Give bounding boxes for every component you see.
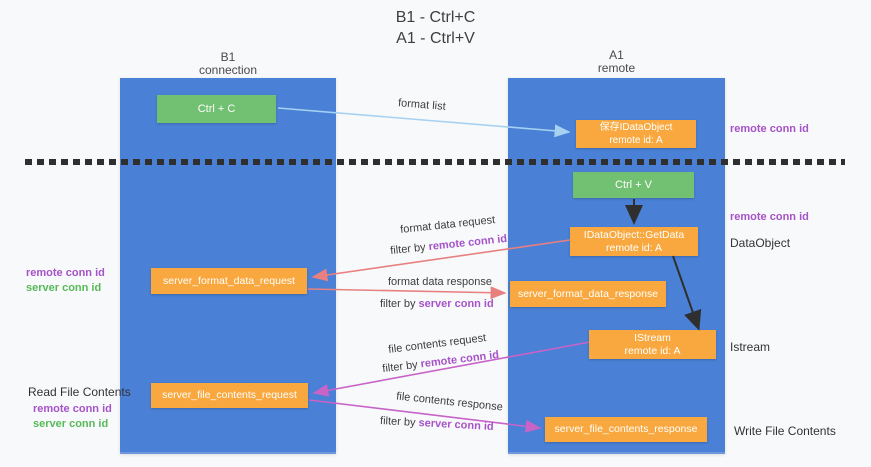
idataobject-getdata-box: IDataObject::GetData remote id: A [570,227,698,256]
left-conn-id-block-file: remote conn id server conn id [33,402,112,432]
istream-side-label: Istream [730,340,771,354]
istream-box: IStream remote id: A [589,330,716,359]
dataobject-label: DataObject [730,236,791,250]
server-format-data-request-box: server_format_data_request [151,268,307,294]
server-file-contents-response-box: server_file_contents_response [545,417,707,442]
title-line-2: A1 - Ctrl+V [396,30,475,47]
right-column-role: remote [597,61,636,75]
file-contents-response-filter-label: filter by server conn id [380,415,494,433]
remote-conn-id-text: remote conn id [419,348,500,371]
remote-conn-id-label-left-1: remote conn id [26,267,105,279]
server-conn-id-text: server conn id [418,417,494,433]
filter-by-text: filter by [380,298,419,310]
read-file-contents-label: Read File Contents [28,385,131,399]
istream-line2: remote id: A [624,344,681,357]
istream-line1: IStream [634,331,671,344]
save-dataobject-line1: 保存IDataObject [599,122,673,133]
remote-conn-id-label-top-right: remote conn id [730,123,809,135]
server-conn-id-text: server conn id [418,298,494,310]
left-column-name: B1 [220,50,236,64]
ctrl-c-box: Ctrl + C [157,95,276,123]
left-conn-id-block-format: remote conn id server conn id [26,266,105,296]
format-data-response-label: format data response [388,276,492,288]
server-file-contents-request-label: server_file_contents_request [162,389,297,401]
format-data-response-arrow [307,286,507,300]
left-column-role: connection [198,63,258,77]
title-line-1: B1 - Ctrl+C [395,9,476,26]
diagram-title: B1 - Ctrl+C A1 - Ctrl+V [0,7,871,49]
format-data-request-label: format data request [399,214,496,236]
getdata-line1: IDataObject::GetData [583,228,685,241]
server-format-data-response-label: server_format_data_response [517,287,659,300]
right-column-header: A1 remote [508,49,725,75]
server-file-contents-request-box: server_file_contents_request [151,383,308,408]
filter-by-text: filter by [381,358,422,376]
ctrl-v-box: Ctrl + V [573,172,694,198]
server-format-data-response-box: server_format_data_response [510,281,666,307]
right-column-name: A1 [609,48,624,62]
left-column-header: B1 connection [120,51,336,77]
server-format-data-request-label: server_format_data_request [163,274,295,287]
format-list-label: format list [397,97,447,113]
format-data-response-filter-label: filter by server conn id [380,298,494,310]
server-conn-id-label-left-1: server conn id [26,282,102,294]
server-file-contents-response-label: server_file_contents_response [554,423,698,435]
write-file-contents-label: Write File Contents [734,424,836,438]
remote-conn-id-text: remote conn id [427,232,508,254]
ctrl-c-label: Ctrl + C [197,102,236,115]
save-dataobject-line2: remote id: A [609,135,663,146]
remote-conn-id-label-left-2: remote conn id [33,403,112,415]
file-contents-response-label: file contents response [395,390,504,414]
remote-conn-id-label-mid-right: remote conn id [730,211,809,223]
server-conn-id-label-left-2: server conn id [33,418,109,430]
format-data-request-filter-label: filter by remote conn id [390,233,508,257]
filter-by-text: filter by [379,415,419,430]
getdata-line2: remote id: A [605,241,663,254]
ctrl-v-label: Ctrl + V [615,178,652,191]
save-dataobject-box: 保存IDataObject remote id: A [576,120,696,148]
filter-by-text: filter by [389,241,430,258]
